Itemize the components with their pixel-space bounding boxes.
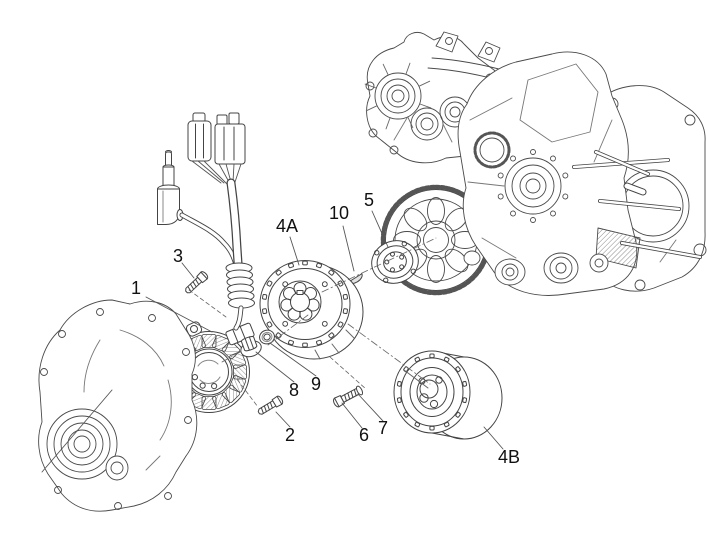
callout-9: 9 [311,374,322,394]
one-way-clutch [371,240,419,284]
engine-center-case [457,51,641,296]
callout-6: 6 [359,425,370,445]
washer [259,329,275,345]
engine-studs [572,150,702,259]
connector-wires [191,160,242,185]
leader-8 [255,351,295,383]
leader-5 [371,210,389,248]
spark-plug-cap [157,150,184,225]
flywheel-4b-rim-slots [396,353,468,431]
washer-7 [355,385,364,396]
flange-nut [240,336,262,358]
connector-2pin [187,112,212,162]
callout-4b: 4B [498,447,521,467]
leader-6 [341,402,363,429]
callout-10: 10 [329,203,350,223]
callout-4a: 4A [276,216,299,236]
leader-1 [145,296,213,333]
callout-5: 5 [364,190,375,210]
rotor-rim-slots [262,260,348,348]
rotor-star-hub [278,280,322,324]
callout-1: 1 [131,278,142,298]
screw-2 [255,394,285,418]
engine-crankcase-assembly [364,31,707,296]
leader-lines [41,210,504,473]
wiring-harness [157,112,255,331]
callout-2: 2 [285,425,296,445]
leader-9 [269,342,317,377]
leader-cover [41,389,113,473]
leader-2 [275,411,291,428]
axis-lines [188,237,437,408]
leader-3 [181,262,195,279]
leader-4b [483,426,504,450]
flywheel-4b [393,350,503,440]
screw-3 [182,269,210,296]
leader-10 [342,225,355,272]
cable-boot [225,262,255,309]
spark-plug-wire [179,212,240,273]
leader-4a [289,236,300,266]
callout-3: 3 [173,246,184,266]
callout-8: 8 [289,380,300,400]
callout-7: 7 [378,418,389,438]
crankcase-cover [38,299,198,512]
flywheel-rotor-4a [259,260,364,360]
leader-7 [357,393,384,422]
connector-multipin [214,112,246,165]
